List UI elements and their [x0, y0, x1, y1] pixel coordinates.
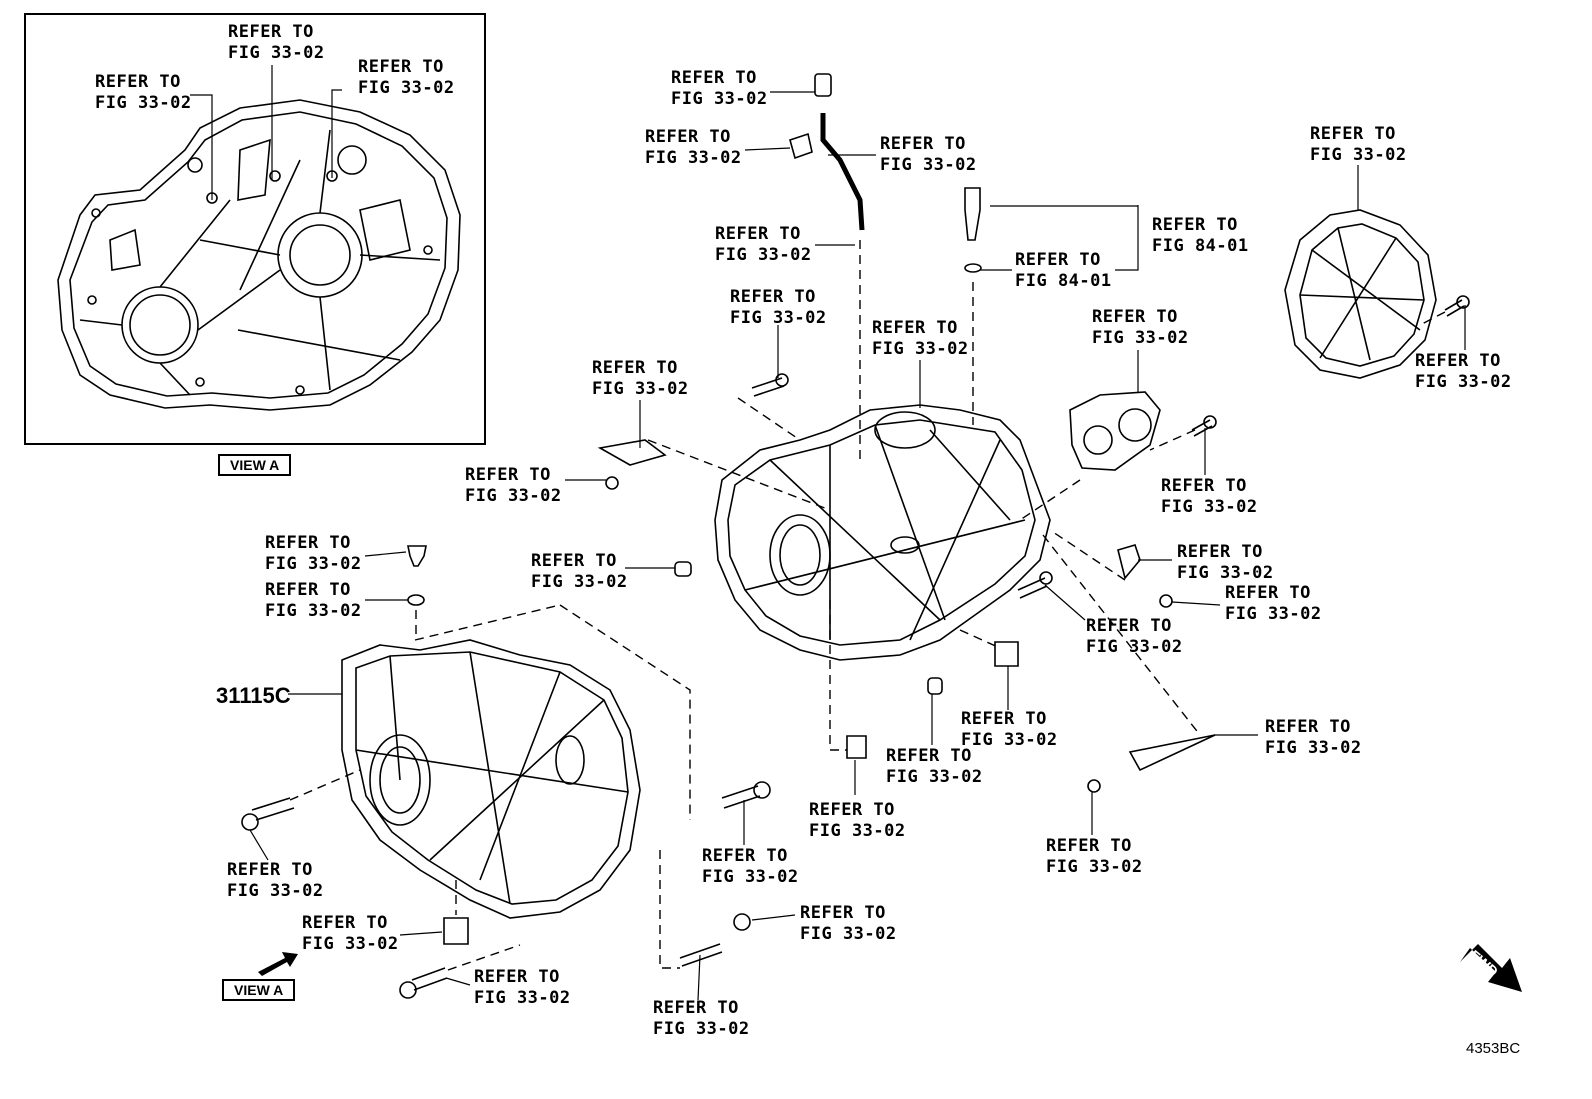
- view-a-inset-frame: [24, 13, 486, 445]
- breather-tube: [820, 113, 865, 231]
- dashed-assembly-lines: [289, 240, 1446, 971]
- rear-case-drawing: [1284, 209, 1437, 379]
- view-a-arrow-icon: [258, 952, 298, 976]
- diagram-code: 4353BC: [1466, 1040, 1521, 1057]
- view-a-label-top: VIEW A: [218, 454, 292, 476]
- inset-housing-drawing: [57, 99, 461, 411]
- fwd-arrow-icon: [1460, 944, 1522, 992]
- part-number-label: 31115C: [216, 683, 291, 708]
- leader-lines: [190, 65, 1466, 1001]
- transaxle-case-drawing: [714, 404, 1051, 661]
- clutch-housing-drawing: [341, 639, 641, 919]
- view-a-label-bottom: VIEW A: [222, 979, 296, 1001]
